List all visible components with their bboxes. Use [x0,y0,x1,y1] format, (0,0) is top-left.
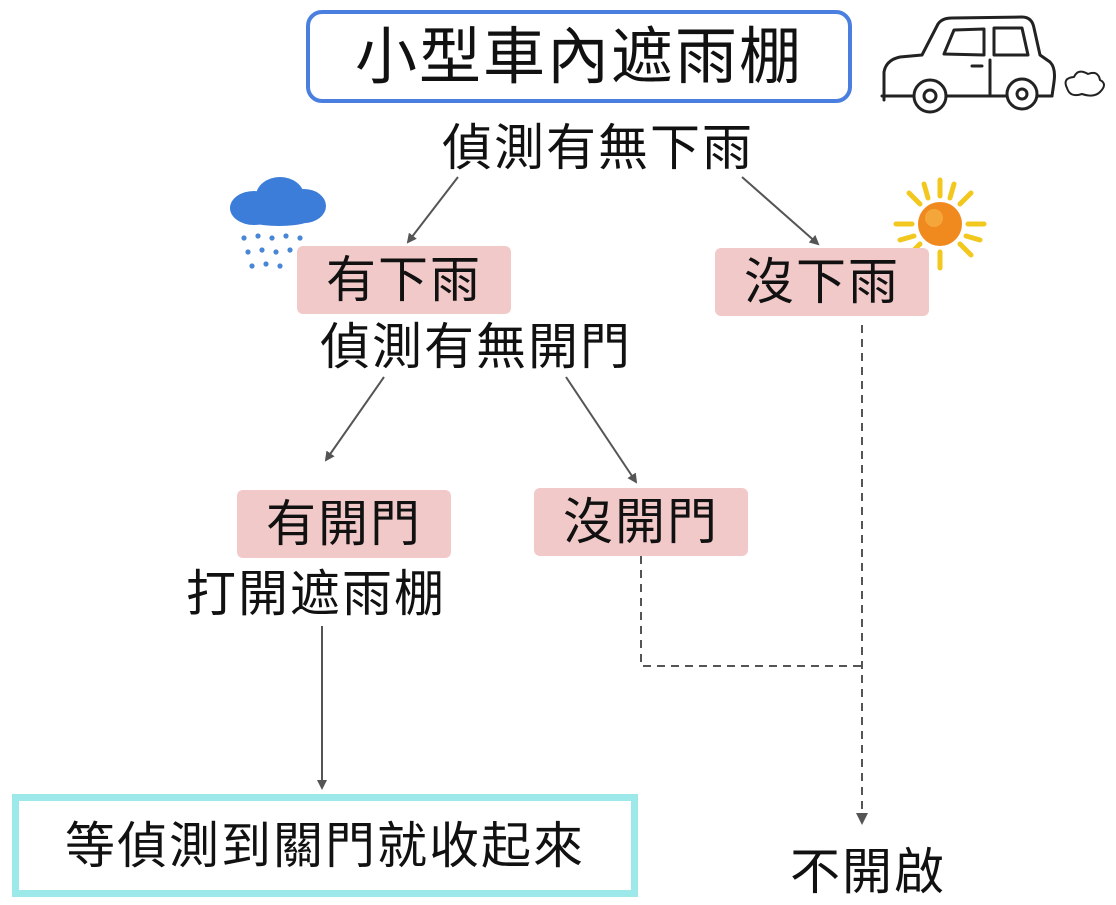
detect-door-label: 偵測有無開門 [320,318,632,376]
rain-no-box: 沒下雨 [715,248,929,316]
wait-close-box: 等偵測到關門就收起來 [12,794,638,897]
rain-yes-label: 有下雨 [326,251,482,309]
title-box: 小型車內遮雨棚 [306,10,852,103]
door-closed-label: 沒開門 [563,493,719,551]
door-open-box: 有開門 [237,490,451,558]
rain-yes-box: 有下雨 [297,246,511,314]
rain-no-label: 沒下雨 [744,253,900,311]
detect-door-text: 偵測有無開門 [296,316,656,378]
door-closed-box: 沒開門 [534,488,748,556]
detect-rain-label: 偵測有無下雨 [442,119,754,177]
arrow-rain-no [741,176,820,246]
arrow-door-open [324,376,385,462]
car-sketch-icon [880,15,1105,114]
do-not-open-label: 不開啟 [790,843,946,901]
do-not-open-text: 不開啟 [770,842,966,902]
arrow-door-closed [565,376,638,484]
open-canopy-label: 打開遮雨棚 [186,565,446,623]
dashed-door-closed-line [640,556,862,667]
title-text: 小型車內遮雨棚 [354,19,803,93]
door-open-label: 有開門 [266,495,422,553]
rain-cloud-icon [230,177,326,269]
open-canopy-text: 打開遮雨棚 [164,563,468,625]
detect-rain-text: 偵測有無下雨 [420,118,776,178]
arrow-rain-yes [406,176,459,244]
wait-close-label: 等偵測到關門就收起來 [65,816,585,875]
